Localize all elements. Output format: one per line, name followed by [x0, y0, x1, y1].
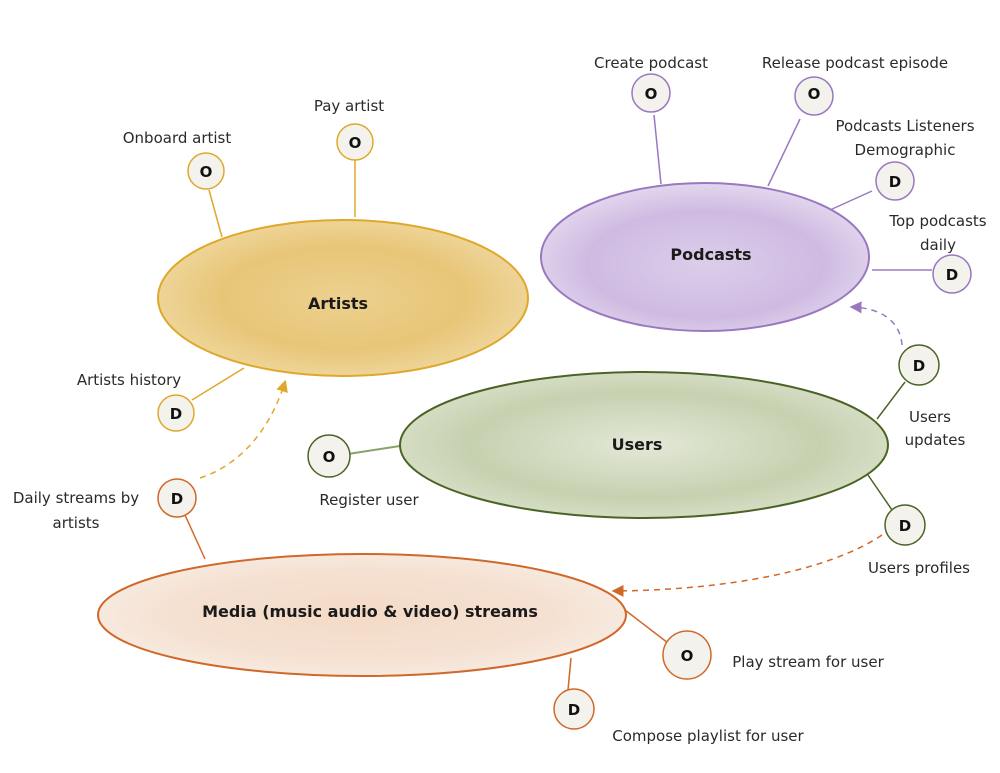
- satellite-artists-history[interactable]: Artists history D: [77, 371, 195, 432]
- satellite-pay-artist[interactable]: Pay artist O: [314, 97, 384, 161]
- create-podcast-label: Create podcast: [594, 54, 708, 72]
- users-title: Users: [612, 435, 663, 454]
- badge-letter: D: [946, 266, 958, 284]
- daily-streams-label-line1: Daily streams by: [13, 489, 139, 507]
- satellite-top-podcasts-daily[interactable]: Top podcasts daily D: [888, 212, 987, 294]
- badge-letter: D: [899, 517, 911, 535]
- badge-letter: O: [645, 85, 658, 103]
- badge-letter: O: [681, 647, 694, 665]
- connector-play-stream: [624, 609, 669, 644]
- satellite-release-podcast-episode[interactable]: Release podcast episode O: [762, 54, 948, 116]
- connector-users-profiles: [867, 474, 893, 511]
- satellite-podcasts-listeners-demographic[interactable]: Podcasts Listeners Demographic D: [835, 117, 975, 201]
- artists-title: Artists: [308, 294, 368, 313]
- operation-badge-icon: [307, 434, 351, 478]
- connector-compose-playlist: [567, 657, 572, 691]
- dependency-arrow-users-profiles-to-media: [611, 534, 883, 597]
- connector-users-updates: [876, 381, 906, 420]
- listeners-demographic-label-line1: Podcasts Listeners: [835, 117, 974, 135]
- connector-daily-streams: [184, 514, 206, 560]
- pay-artist-label: Pay artist: [314, 97, 384, 115]
- domain-media-streams: Media (music audio & video) streams Dail…: [13, 478, 885, 745]
- connector-artists-history: [191, 367, 245, 401]
- satellite-onboard-artist[interactable]: Onboard artist O: [123, 129, 232, 190]
- users-profiles-label: Users profiles: [868, 559, 970, 577]
- play-stream-label: Play stream for user: [732, 653, 884, 671]
- dependency-arrow-users-updates-to-podcasts: [849, 301, 903, 346]
- badge-letter: D: [889, 173, 901, 191]
- media-streams-title: Media (music audio & video) streams: [202, 602, 538, 621]
- badge-letter: O: [349, 134, 362, 152]
- data-badge-icon: [157, 394, 195, 432]
- data-badge-icon: [553, 688, 595, 730]
- satellite-register-user[interactable]: O Register user: [307, 434, 419, 509]
- top-podcasts-label-line1: Top podcasts: [888, 212, 986, 230]
- badge-letter: O: [200, 163, 213, 181]
- data-badge-icon: [898, 344, 940, 386]
- onboard-artist-label: Onboard artist: [123, 129, 232, 147]
- connector-create-podcast: [653, 114, 662, 185]
- satellite-create-podcast[interactable]: Create podcast O: [594, 54, 708, 113]
- artists-ellipse[interactable]: [157, 219, 529, 377]
- podcasts-title: Podcasts: [670, 245, 751, 264]
- media-streams-ellipse[interactable]: [97, 553, 627, 677]
- operation-badge-icon: [187, 152, 225, 190]
- operation-badge-icon: [336, 123, 374, 161]
- data-badge-icon: [932, 254, 972, 294]
- badge-letter: D: [171, 490, 183, 508]
- connector-onboard-artist: [208, 189, 223, 238]
- register-user-label: Register user: [319, 491, 419, 509]
- domain-podcasts: Podcasts Create podcast O Release podcas…: [540, 54, 987, 332]
- badge-letter: D: [568, 701, 580, 719]
- artists-history-label: Artists history: [77, 371, 181, 389]
- connector-listeners-demographic: [829, 190, 873, 211]
- compose-playlist-label: Compose playlist for user: [612, 727, 804, 745]
- badge-letter: O: [808, 85, 821, 103]
- connector-register-user: [347, 445, 401, 455]
- operation-badge-icon: [662, 630, 712, 680]
- domain-users: Users O Register user D Users updates D …: [307, 344, 970, 577]
- badge-letter: O: [323, 448, 336, 466]
- satellite-play-stream-for-user[interactable]: O Play stream for user: [662, 630, 885, 680]
- data-badge-icon: [875, 161, 915, 201]
- satellite-compose-playlist-for-user[interactable]: D Compose playlist for user: [553, 688, 805, 745]
- data-badge-icon: [157, 478, 197, 518]
- data-badge-icon: [884, 504, 926, 546]
- users-updates-label-line2: updates: [905, 431, 966, 449]
- satellite-users-updates[interactable]: D Users updates: [898, 344, 966, 449]
- dependency-arrow-daily-streams-to-artists: [199, 379, 288, 479]
- operation-badge-icon: [631, 73, 671, 113]
- users-ellipse[interactable]: [399, 371, 889, 519]
- operation-badge-icon: [794, 76, 834, 116]
- users-updates-label-line1: Users: [909, 408, 951, 426]
- daily-streams-label-line2: artists: [53, 514, 100, 532]
- satellite-daily-streams-by-artists[interactable]: Daily streams by artists D: [13, 478, 197, 532]
- podcasts-ellipse[interactable]: [540, 182, 870, 332]
- release-episode-label: Release podcast episode: [762, 54, 948, 72]
- listeners-demographic-label-line2: Demographic: [855, 141, 956, 159]
- satellite-users-profiles[interactable]: D Users profiles: [868, 504, 970, 577]
- badge-letter: D: [913, 357, 925, 375]
- badge-letter: D: [170, 405, 182, 423]
- connector-release-episode: [767, 118, 801, 187]
- domain-artists: Artists Onboard artist O Pay artist O Ar…: [77, 97, 529, 432]
- top-podcasts-label-line2: daily: [920, 236, 956, 254]
